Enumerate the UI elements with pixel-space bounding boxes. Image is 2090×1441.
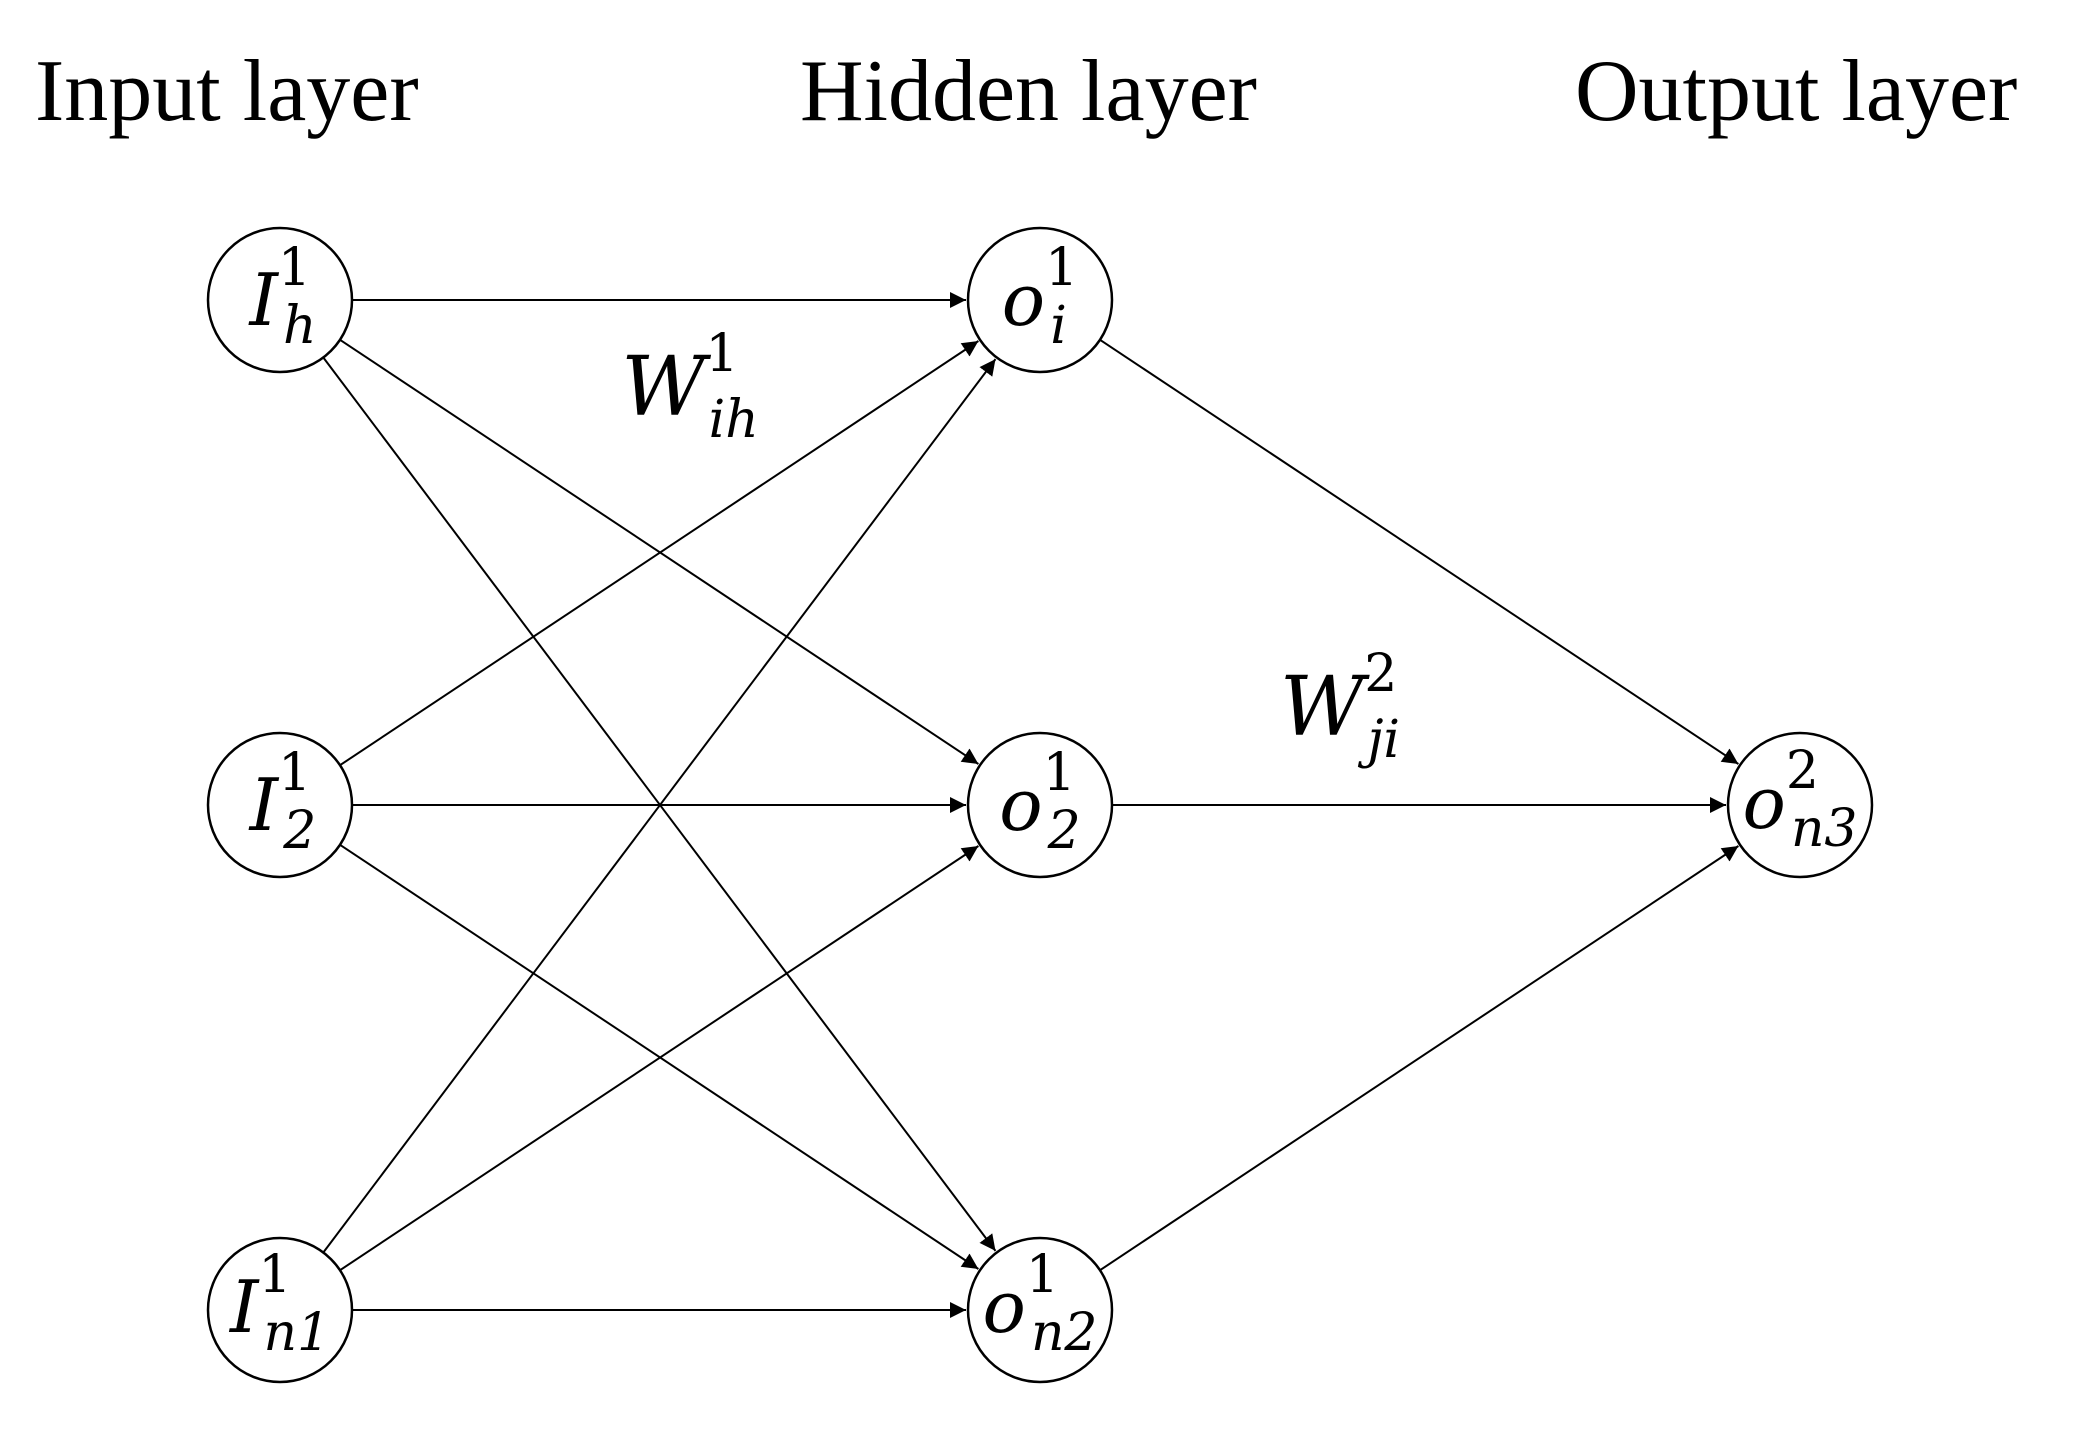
edge-input_3-to-hidden_2	[339, 845, 979, 1272]
hidden-layer-title: Hidden layer	[800, 43, 1257, 140]
svg-text:o1i: o1i	[1002, 238, 1078, 356]
input-layer-title: Input layer	[35, 43, 419, 140]
edge-hidden_3-to-output_1	[1099, 845, 1739, 1272]
edge-hidden_1-to-output_1	[1099, 338, 1739, 765]
output-layer-title: Output layer	[1575, 43, 2017, 140]
edge-input_2-to-hidden_1	[339, 340, 979, 767]
svg-text:o12: o12	[999, 743, 1081, 861]
svg-text:I12: I12	[248, 743, 317, 861]
connections	[322, 292, 1739, 1318]
svg-text:I1h: I1h	[247, 238, 316, 356]
edge-input_3-to-hidden_1	[322, 358, 997, 1254]
